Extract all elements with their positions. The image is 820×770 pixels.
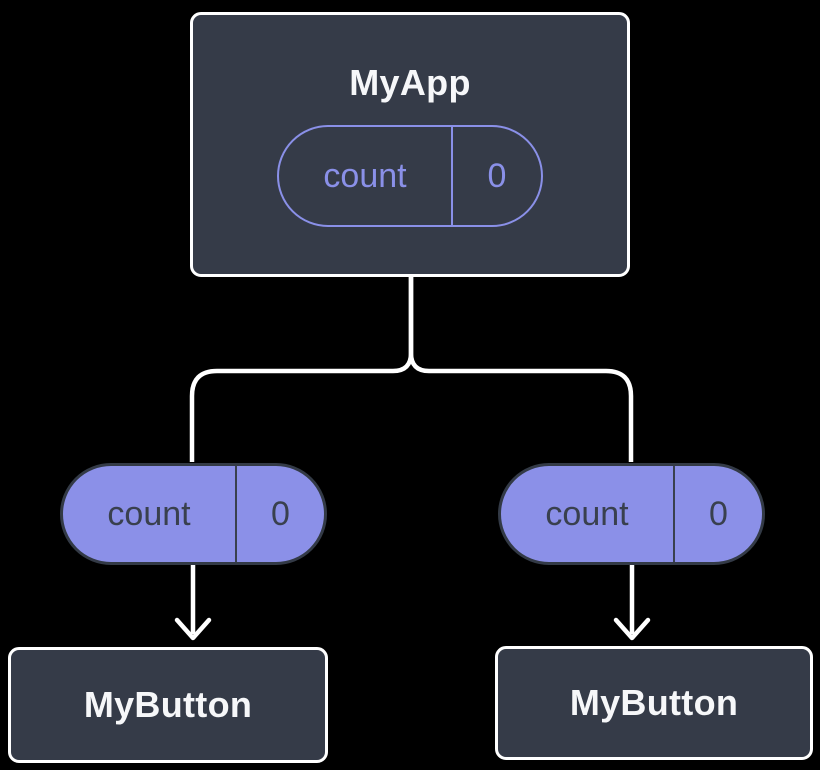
prop-pill: count 0 xyxy=(60,463,327,565)
fork-connector-right xyxy=(408,277,634,462)
fork-connector-left xyxy=(189,277,414,462)
node-title: MyButton xyxy=(569,682,739,723)
state-value: 0 xyxy=(487,156,507,195)
prop-name: count xyxy=(501,466,675,562)
node-mybutton-right: MyButton xyxy=(495,646,813,760)
arrow-down-icon xyxy=(613,565,651,641)
state-name: count xyxy=(279,127,453,225)
prop-value: 0 xyxy=(709,494,728,533)
arrow-down-icon xyxy=(174,565,212,641)
node-title: MyButton xyxy=(83,684,253,725)
node-mybutton-left: MyButton xyxy=(8,647,328,763)
prop-name: count xyxy=(63,466,237,562)
prop-pill: count 0 xyxy=(498,463,765,565)
prop-value: 0 xyxy=(271,494,290,533)
state-pill: count 0 xyxy=(277,125,543,227)
node-myapp: MyApp count 0 xyxy=(190,12,630,277)
node-title: MyApp xyxy=(349,62,471,103)
